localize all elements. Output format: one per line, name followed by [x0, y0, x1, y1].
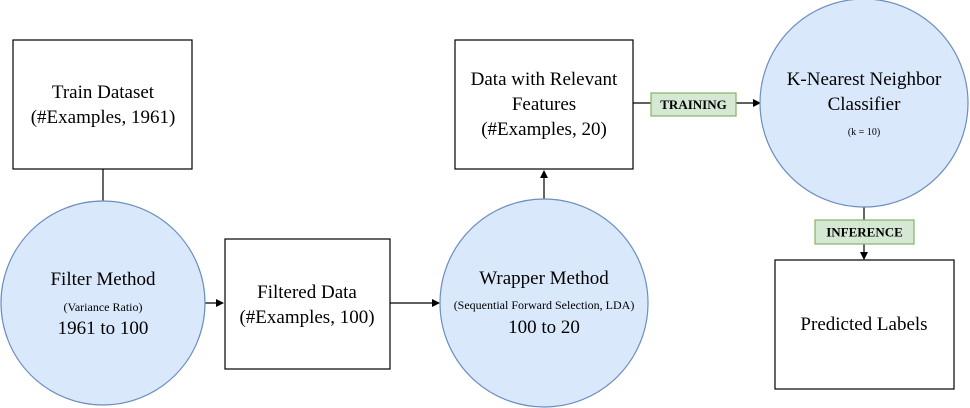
relevant-data-title: Data with Relevant: [471, 69, 618, 90]
training-tag: TRAINING: [650, 92, 737, 117]
knn-classifier: Classifier: [828, 94, 901, 115]
predicted-labels-node: Predicted Labels: [774, 259, 955, 390]
filtered-data-title: Filtered Data: [257, 282, 357, 303]
filter-method-node: Filter Method (Variance Ratio) 1961 to 1…: [0, 200, 206, 406]
train-dataset-examples: (#Examples, 1961): [31, 107, 176, 128]
train-dataset-title: Train Dataset: [52, 82, 155, 103]
inference-tag: INFERENCE: [814, 219, 915, 245]
training-tag-label: TRAINING: [660, 97, 726, 112]
wrapper-method-detail: 100 to 20: [508, 317, 580, 338]
relevant-data-features: Features: [512, 94, 576, 115]
inference-tag-label: INFERENCE: [826, 225, 903, 240]
wrapper-method-title: Wrapper Method: [479, 268, 609, 289]
filter-method-subtitle: (Variance Ratio): [64, 300, 143, 314]
filter-method-detail: 1961 to 100: [58, 318, 149, 339]
knn-k-value: (k = 10): [848, 127, 880, 138]
relevant-data-box: [454, 39, 634, 170]
inference-tag-box: [814, 219, 915, 245]
wrapper-method-node: Wrapper Method (Sequential Forward Selec…: [439, 198, 649, 408]
knn-circle: [759, 0, 969, 208]
predicted-labels-box: [774, 259, 955, 390]
train-dataset-box: [12, 39, 193, 170]
relevant-data-node: Data with Relevant Features (#Examples, …: [454, 39, 634, 170]
filtered-data-examples: (#Examples, 100): [239, 307, 374, 328]
relevant-data-examples: (#Examples, 20): [481, 119, 607, 140]
predicted-labels-title: Predicted Labels: [800, 314, 927, 335]
filtered-data-box: [224, 238, 391, 370]
knn-title: K-Nearest Neighbor: [787, 69, 942, 90]
train-dataset-node: Train Dataset (#Examples, 1961): [12, 39, 193, 170]
wrapper-method-circle: [439, 198, 649, 408]
training-tag-box: [650, 92, 737, 117]
filtered-data-node: Filtered Data (#Examples, 100): [224, 238, 391, 370]
filter-method-circle: [0, 200, 206, 406]
wrapper-method-subtitle: (Sequential Forward Selection, LDA): [454, 298, 635, 312]
filter-method-title: Filter Method: [50, 269, 156, 290]
knn-node: K-Nearest Neighbor Classifier (k = 10): [759, 0, 969, 208]
